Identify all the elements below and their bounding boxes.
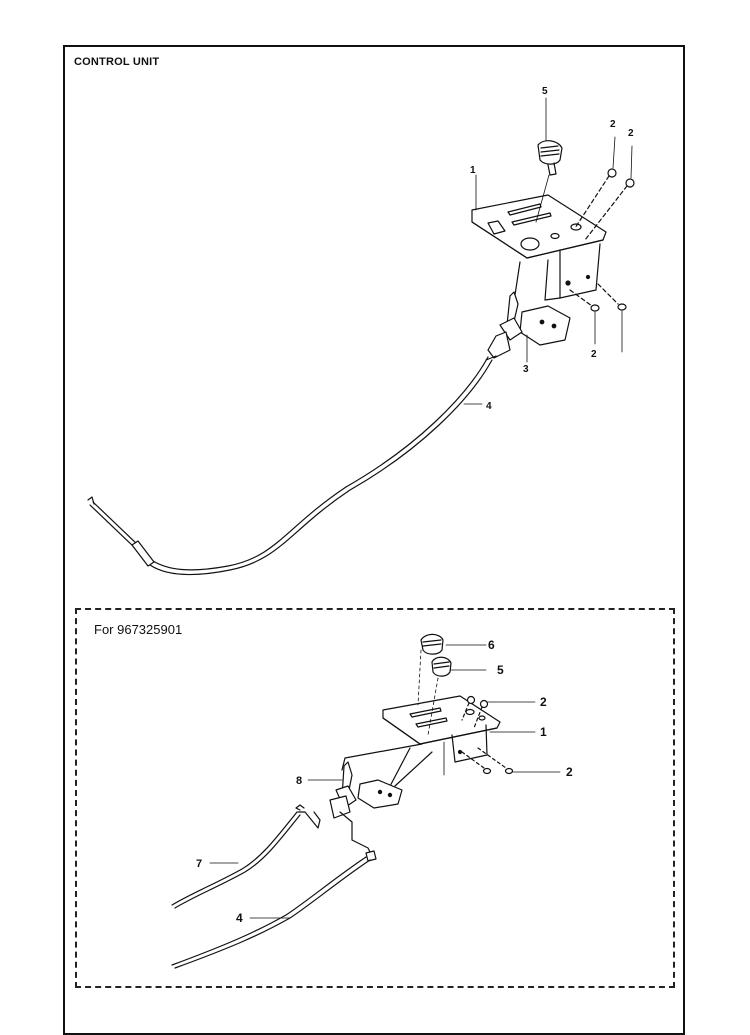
bolt-part-2-lower — [569, 283, 627, 353]
bracket-part-3 — [519, 305, 571, 363]
lever-part-8 — [329, 761, 403, 819]
callout-3: 3 — [523, 364, 529, 375]
lever-clamp — [485, 291, 523, 361]
cable-part-4-variant — [171, 811, 377, 969]
bolt-part-2-variant-lower — [461, 747, 514, 775]
variant-frame — [75, 608, 675, 988]
callout-1: 1 — [470, 165, 476, 176]
plate-part-1 — [471, 194, 607, 301]
bolt-part-2-variant-upper — [461, 695, 489, 729]
knob-part-6 — [417, 633, 444, 706]
diagram-title: CONTROL UNIT — [74, 56, 160, 68]
callout-2-c: 2 — [591, 349, 597, 360]
callout-5: 5 — [542, 86, 548, 97]
knob-part-5-variant — [427, 656, 452, 736]
callout-1-variant: 1 — [540, 725, 547, 739]
knob-part-5 — [535, 140, 563, 223]
callout-4-variant: 4 — [236, 911, 243, 925]
plate-part-1-variant — [341, 695, 501, 791]
callout-2-variant-a: 2 — [540, 695, 547, 709]
callout-2-a: 2 — [610, 119, 616, 130]
callout-6-variant: 6 — [488, 638, 495, 652]
callout-4: 4 — [486, 401, 492, 412]
callout-5-variant: 5 — [497, 663, 504, 677]
callout-2-variant-b: 2 — [566, 765, 573, 779]
cable-part-4 — [87, 356, 493, 576]
callout-7-variant: 7 — [196, 858, 202, 870]
callout-2-b: 2 — [628, 128, 634, 139]
parts-diagram: 1 5 2 2 2 3 4 6 5 2 1 2 8 7 4 — [87, 86, 635, 969]
variant-title: For 967325901 — [94, 622, 183, 637]
callout-8-variant: 8 — [296, 775, 302, 787]
bolt-part-2-upper — [574, 136, 635, 241]
cable-part-7 — [171, 804, 321, 909]
